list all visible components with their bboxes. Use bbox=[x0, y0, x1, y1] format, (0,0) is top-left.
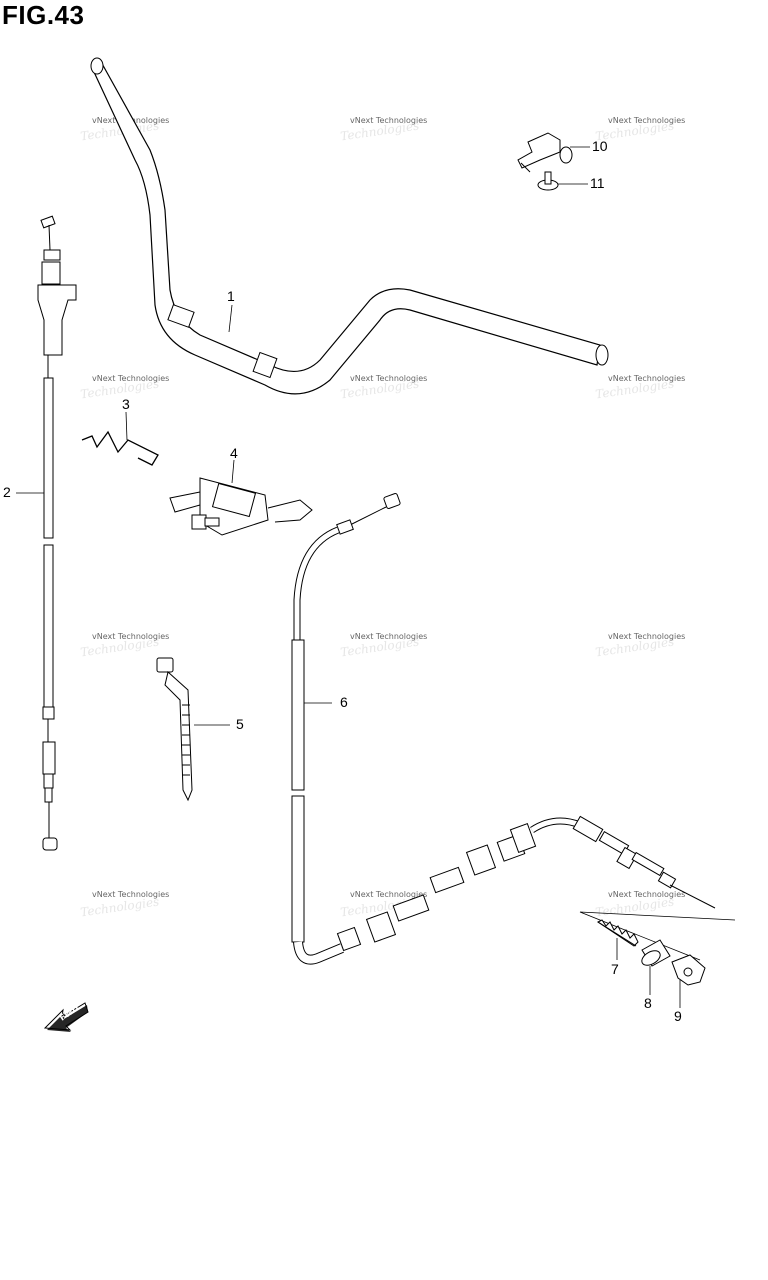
wire-clip[interactable] bbox=[81, 430, 159, 466]
watermark: vNext Technologies bbox=[350, 890, 428, 899]
lever-bracket[interactable] bbox=[517, 132, 573, 173]
fwd-arrow-icon: FWD bbox=[43, 1002, 89, 1032]
cable-tie[interactable] bbox=[156, 657, 193, 802]
watermark: vNext Technologies bbox=[608, 632, 686, 641]
callout-11: 11 bbox=[590, 175, 605, 191]
callout-2: 2 bbox=[3, 484, 11, 500]
callout-7: 7 bbox=[611, 961, 619, 977]
watermark: vNext Technologies bbox=[350, 116, 428, 125]
callout-8: 8 bbox=[644, 995, 652, 1011]
callout-10: 10 bbox=[592, 138, 608, 154]
figure-title: FIG.43 bbox=[2, 0, 85, 30]
watermark: vNext Technologies bbox=[92, 374, 170, 383]
handlebar[interactable] bbox=[90, 57, 609, 395]
callout-9: 9 bbox=[674, 1008, 682, 1024]
watermark: vNext Technologies bbox=[608, 116, 686, 125]
callout-4: 4 bbox=[230, 445, 238, 461]
watermark: vNext Technologies bbox=[608, 374, 686, 383]
callout-5: 5 bbox=[236, 716, 244, 732]
screw[interactable] bbox=[537, 171, 559, 191]
watermark: vNext Technologies bbox=[350, 374, 428, 383]
watermark: vNext Technologies bbox=[92, 890, 170, 899]
brake-cable[interactable] bbox=[291, 493, 716, 965]
callout-6: 6 bbox=[340, 694, 348, 710]
watermark: vNext Technologies bbox=[350, 632, 428, 641]
callout-1: 1 bbox=[227, 288, 235, 304]
throttle-cable[interactable] bbox=[37, 215, 77, 851]
watermark: vNext Technologies bbox=[92, 632, 170, 641]
cable-bracket[interactable] bbox=[169, 477, 313, 536]
spring[interactable] bbox=[597, 919, 639, 947]
watermark: vNext Technologies bbox=[608, 890, 686, 899]
callout-3: 3 bbox=[122, 396, 130, 412]
clevis[interactable] bbox=[671, 954, 706, 986]
adjuster-sleeve[interactable] bbox=[639, 939, 671, 968]
